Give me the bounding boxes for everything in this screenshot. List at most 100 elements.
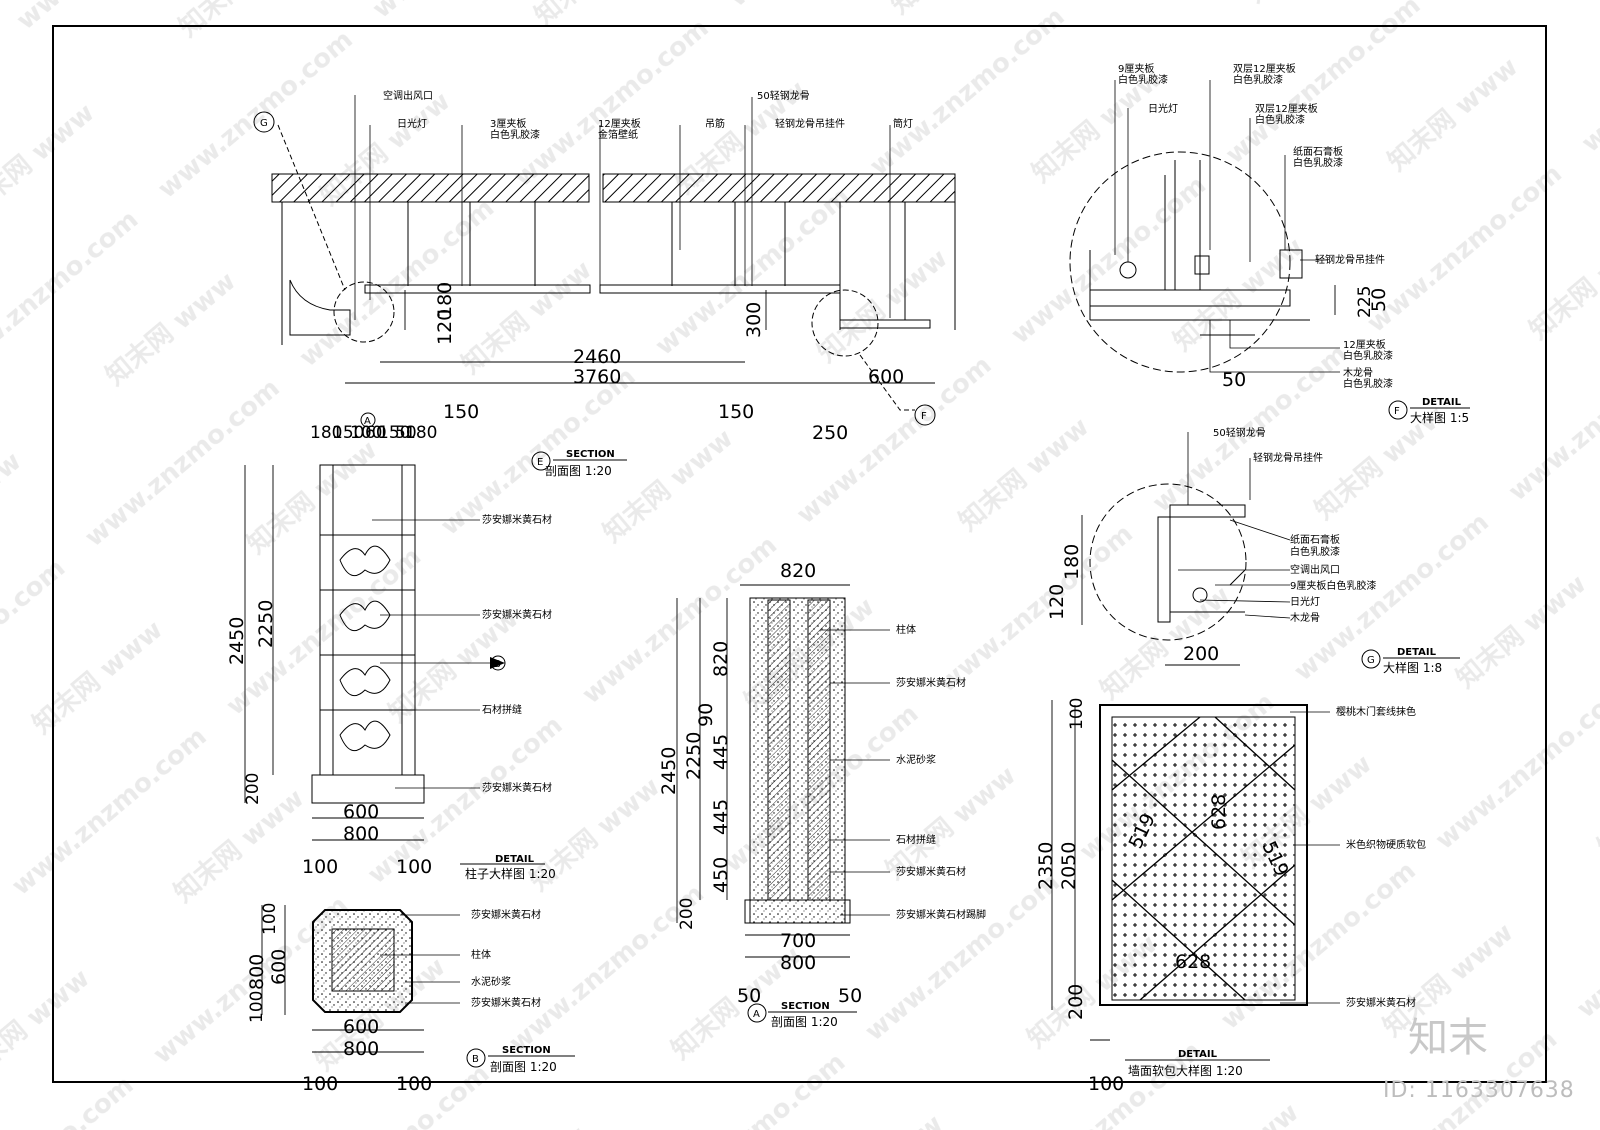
dim-label: 250 <box>812 422 848 444</box>
dim-label: 800 <box>343 1038 379 1060</box>
detail-g-title-cn: 大样图 1:8 <box>1383 660 1442 675</box>
dim-label: 2460 <box>573 346 621 368</box>
dim-label: 90 <box>695 703 717 727</box>
dim-label: 445 <box>710 799 732 835</box>
callout-label: 12厘夹板 <box>1343 338 1386 351</box>
sec-title-cn: 剖面图 1:20 <box>545 464 612 478</box>
dim-label: 800 <box>246 954 268 990</box>
callout-label: 轻钢龙骨吊挂件 <box>775 117 845 130</box>
callout-label: 木龙骨 <box>1290 611 1320 624</box>
dim-label: 50 <box>737 985 761 1007</box>
dim-label: 150 <box>718 401 754 423</box>
section-title-cn: 剖面图 1:20 <box>771 1015 838 1029</box>
dim-label: 180 <box>434 282 456 318</box>
callout-label: 双层12厘夹板 <box>1255 102 1318 115</box>
column-section: 柱体 莎安娜米黄石材 水泥砂浆 石材拼缝 莎安娜米黄石材 莎安娜米黄石材踢脚 8… <box>658 560 986 1029</box>
dim-label: 2050 <box>1058 842 1080 890</box>
dim-label: 200 <box>1065 984 1087 1020</box>
callout-label: 日光灯 <box>397 117 427 130</box>
callout-label: 筒灯 <box>893 117 913 130</box>
callout-label: 石材拼缝 <box>482 703 522 716</box>
slab-left <box>271 173 590 203</box>
callout-label: 空调出风口 <box>1290 563 1340 576</box>
detail-g-title-en: DETAIL <box>1397 647 1437 658</box>
detail-f: 9厘夹板 白色乳胶漆 双层12厘夹板 白色乳胶漆 日光灯 双层12厘夹板 白色乳… <box>1069 62 1470 425</box>
marker-f-label: F <box>921 411 927 422</box>
dim-label: 2450 <box>658 747 680 795</box>
dim-label: 800 <box>780 952 816 974</box>
dim-label: 225 <box>1355 286 1375 318</box>
callout-label: 9厘夹板 <box>1118 62 1154 75</box>
dim-label: 100 <box>302 1073 338 1095</box>
dim-label: 200 <box>243 773 263 805</box>
callout-label: 白色乳胶漆 <box>1290 545 1340 558</box>
dim-label: 100 <box>350 423 382 443</box>
dim-label: 600 <box>268 949 290 985</box>
section-marker: B <box>494 659 501 670</box>
callout-label: 水泥砂浆 <box>471 975 511 988</box>
callout-label: 莎安娜米黄石材 <box>1346 996 1416 1009</box>
dim-label: 2450 <box>226 617 248 665</box>
callout-label: 日光灯 <box>1148 102 1178 115</box>
dim-label: 628 <box>1208 794 1230 830</box>
wall-panel-callouts: 樱桃木门套线抹色 米色织物硬质软包 莎安娜米黄石材 <box>1336 705 1426 1009</box>
column-plan-callouts: 莎安娜米黄石材 柱体 水泥砂浆 莎安娜米黄石材 <box>471 908 541 1009</box>
callout-label: 12厘夹板 <box>598 117 641 130</box>
callout-label: 3厘夹板 <box>490 117 526 130</box>
dim-label: 600 <box>868 366 904 388</box>
dim-label: 800 <box>343 823 379 845</box>
callout-label: 白色乳胶漆 <box>1343 377 1393 390</box>
drawing-id: ID: 1163307638 <box>1383 1078 1575 1103</box>
marker-f <box>914 404 936 426</box>
callout-label: 双层12厘夹板 <box>1233 62 1296 75</box>
dim-label: 700 <box>780 930 816 952</box>
dim-label: 50 <box>1222 369 1246 391</box>
dim-label: 445 <box>710 734 732 770</box>
dim-label: 180 <box>310 423 342 443</box>
callout-label: 柱体 <box>471 948 491 961</box>
sec-title-en: SECTION <box>566 449 615 460</box>
elev-title-en: DETAIL <box>495 854 535 865</box>
elev-title-cn: 柱子大样图 1:20 <box>465 866 556 881</box>
slab-right <box>602 173 956 203</box>
dim-label: 60 <box>365 423 387 443</box>
callout-label: 莎安娜米黄石材 <box>896 676 966 689</box>
callout-label: 莎安娜米黄石材 <box>471 908 541 921</box>
top-dims: 120 180 300 2460 3760 600 150 150 250 <box>434 282 904 444</box>
dim-label: 3760 <box>573 366 621 388</box>
section-title-en: SECTION <box>781 1001 830 1012</box>
callout-label: 50轻钢龙骨 <box>757 89 810 102</box>
callout-label: 莎安娜米黄石材 <box>896 865 966 878</box>
detail-f-title-en: DETAIL <box>1422 397 1462 408</box>
plan-tag: B <box>472 1054 479 1065</box>
marker-g-label: G <box>260 118 268 129</box>
callout-label: 日光灯 <box>1290 595 1320 608</box>
callout-label: 吊筋 <box>705 117 725 130</box>
callout-label: 白色乳胶漆 <box>1118 73 1168 86</box>
callout-label: 米色织物硬质软包 <box>1346 838 1426 851</box>
wall-title-en: DETAIL <box>1178 1049 1218 1060</box>
dim-label: 100 <box>1067 698 1087 730</box>
dim-label: 820 <box>710 641 732 677</box>
wall-title-cn: 墙面软包大样图 1:20 <box>1128 1063 1243 1078</box>
column-section-callouts: 柱体 莎安娜米黄石材 水泥砂浆 石材拼缝 莎安娜米黄石材 莎安娜米黄石材踢脚 <box>896 623 986 921</box>
callout-label: 9厘夹板白色乳胶漆 <box>1290 579 1376 592</box>
dim-label: 180 <box>1061 544 1083 580</box>
hanger-rods <box>407 202 906 320</box>
ceiling-section: G F 空调出风口 日光灯 3厘夹板 白色乳胶漆 12厘夹板 金箔壁纸 吊筋 5… <box>253 89 956 444</box>
brand-watermark: 知末 <box>1408 1015 1488 1061</box>
dim-label: 50 <box>395 423 417 443</box>
wall-panel: 樱桃木门套线抹色 米色织物硬质软包 莎安娜米黄石材 100 2350 2050 … <box>1035 698 1426 1095</box>
detail-g-callouts: 50轻钢龙骨 轻钢龙骨吊挂件 纸面石膏板 白色乳胶漆 空调出风口 9厘夹板白色乳… <box>1213 426 1376 624</box>
dim-label: 100 <box>396 856 432 878</box>
dim-label: 50 <box>838 985 862 1007</box>
sec-tag: E <box>537 457 543 468</box>
dim-label: 628 <box>1175 951 1211 973</box>
dim-label: 150 <box>443 401 479 423</box>
dim-label: 2250 <box>683 732 705 780</box>
column-elev-callouts: 莎安娜米黄石材 莎安娜米黄石材 石材拼缝 莎安娜米黄石材 <box>482 513 552 794</box>
callout-label: 白色乳胶漆 <box>1233 73 1283 86</box>
callout-label: 木龙骨 <box>1343 366 1373 379</box>
dim-label: 300 <box>743 302 765 338</box>
